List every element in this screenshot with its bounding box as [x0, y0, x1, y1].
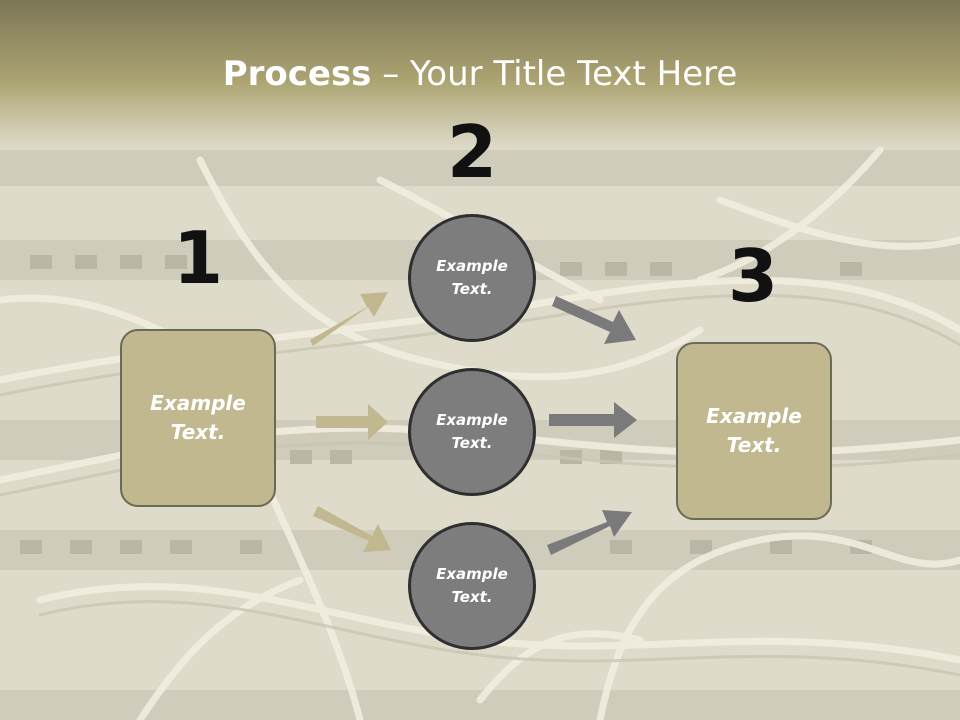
step-number-1: 1	[172, 216, 224, 300]
right-box-text: Example Text.	[706, 404, 802, 457]
title-bold: Process	[222, 54, 372, 94]
arrow-left-to-middle	[316, 404, 388, 440]
arrow-left-to-bottom	[313, 506, 391, 552]
step-number-2: 2	[446, 110, 498, 194]
arrow-middle-to-right	[549, 402, 637, 438]
tan-arrows	[310, 292, 391, 552]
left-process-box: Example Text.	[120, 329, 276, 507]
circle-text: Example Text.	[436, 257, 508, 298]
gray-arrows	[547, 296, 637, 555]
slide-title: Process – Your Title Text Here	[0, 52, 960, 96]
title-rest: – Your Title Text Here	[371, 54, 738, 94]
arrow-left-to-top	[310, 292, 388, 346]
step-number-3: 3	[727, 234, 779, 318]
step-circle-top: Example Text.	[408, 214, 536, 342]
step-circle-middle: Example Text.	[408, 368, 536, 496]
step-circle-bottom: Example Text.	[408, 522, 536, 650]
circle-text: Example Text.	[436, 411, 508, 452]
circle-text: Example Text.	[436, 565, 508, 606]
right-process-box: Example Text.	[676, 342, 832, 520]
arrow-top-to-right	[552, 296, 636, 344]
left-box-text: Example Text.	[150, 391, 246, 444]
arrow-bottom-to-right	[547, 510, 632, 555]
